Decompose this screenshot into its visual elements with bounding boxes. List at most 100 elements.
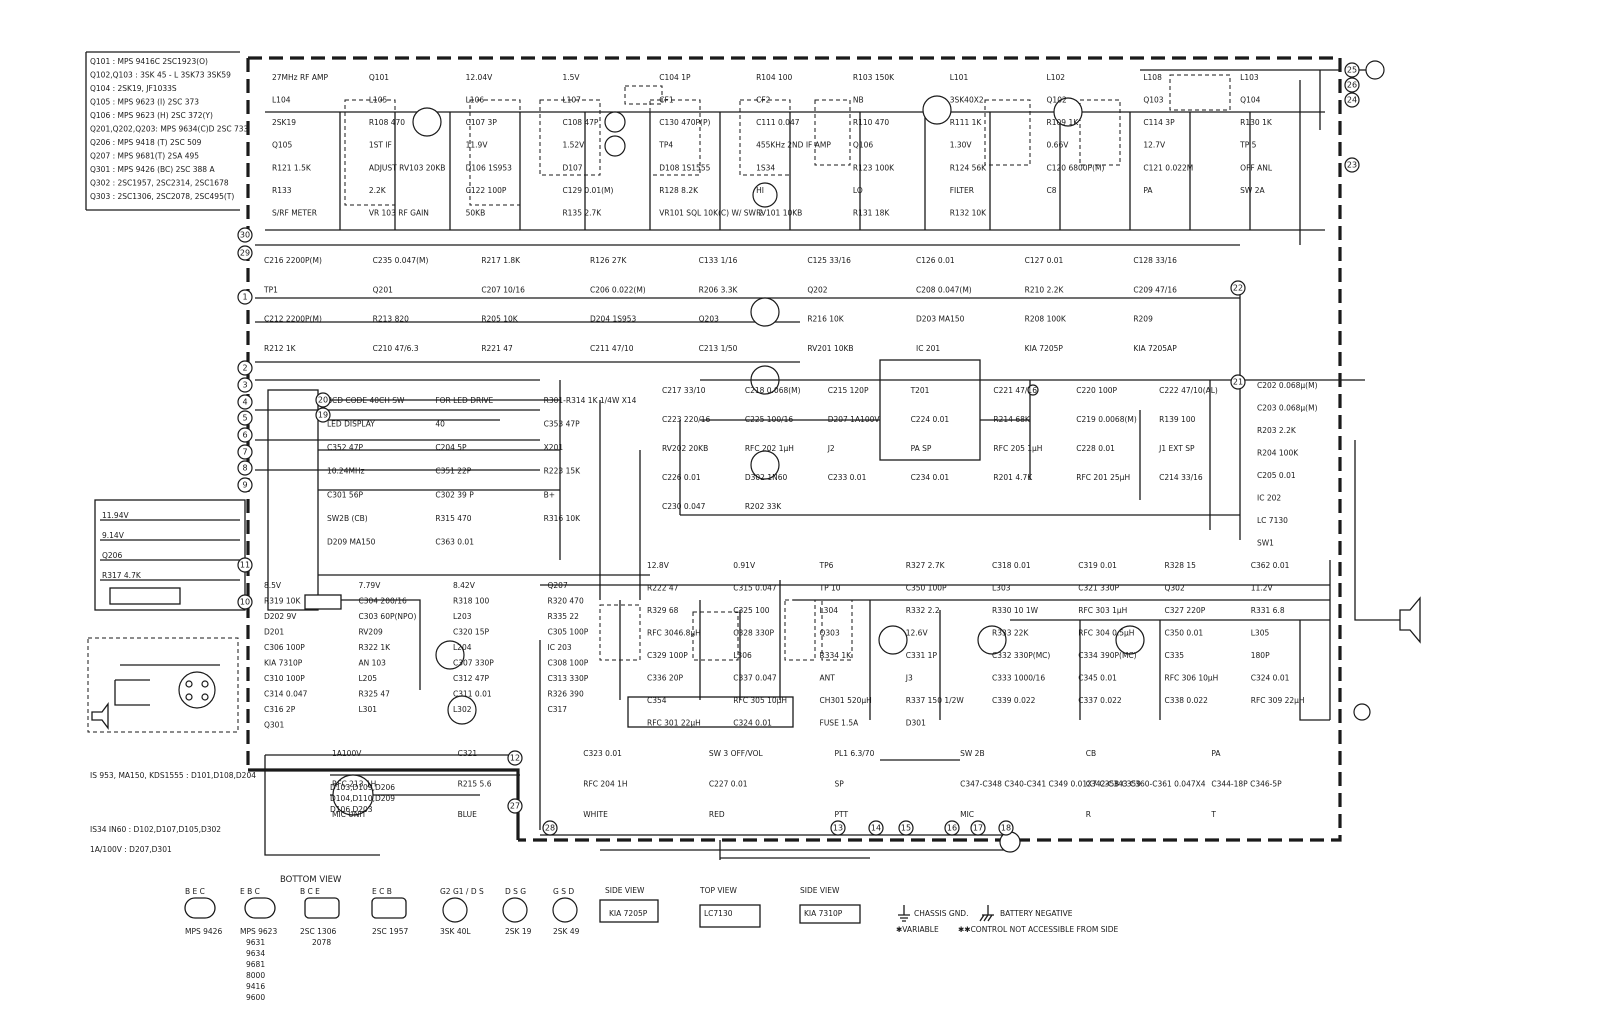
component-label: RFC 204 1H xyxy=(583,780,627,789)
component-label: D106 1S953 xyxy=(466,163,513,172)
component-label: RV202 20KB xyxy=(662,444,708,453)
component-label: R330 10 1W xyxy=(992,606,1039,615)
component-label: R130 1K xyxy=(1240,118,1273,127)
component-label: R203 2.2K xyxy=(1257,426,1297,435)
connector-pin-number: 17 xyxy=(973,824,983,833)
component-label: C209 47/16 xyxy=(1133,285,1177,294)
legend-variable: ✱VARIABLE xyxy=(896,925,939,934)
package-part-variant: 9600 xyxy=(246,993,265,1002)
component-label: D107 xyxy=(562,163,582,172)
component-label: 9.14V xyxy=(102,531,125,540)
package-part: MPS 9623 xyxy=(240,927,277,936)
semiconductor-line: Q302 : 2SC1957, 2SC2314, 2SC1678 xyxy=(90,179,229,188)
component-label: B+ xyxy=(544,490,555,499)
package-part: 2SK 49 xyxy=(553,927,580,936)
component-label: LO xyxy=(853,186,863,195)
diode-note: D106,D203 xyxy=(330,805,373,814)
transmitter-wiring xyxy=(539,560,1371,830)
component-label: R212 1K xyxy=(264,344,297,353)
component-label: C323 0.01 xyxy=(583,749,622,758)
component-label: IC 201 xyxy=(916,344,940,353)
component-label: 1ST IF xyxy=(369,141,392,150)
component-label: R108 470 xyxy=(369,118,405,127)
connector-pin-number: 23 xyxy=(1347,161,1357,170)
component-label: R318 100 xyxy=(453,597,489,606)
connector-pin-number: 9 xyxy=(242,481,247,490)
component-label: R121 1.5K xyxy=(272,163,312,172)
package-part: 3SK 40L xyxy=(440,927,471,936)
connector-pin-number: 21 xyxy=(1233,378,1243,387)
connector-pin-circle xyxy=(1344,157,1360,173)
component-label: C350 0.01 xyxy=(1165,629,1204,638)
connector-pin-number: 18 xyxy=(1001,824,1011,833)
component-label: R332 2.2 xyxy=(906,606,940,615)
component-label: D203 MA150 xyxy=(916,315,965,324)
package-part-variant: 9681 xyxy=(246,960,265,969)
component-label: D201 xyxy=(264,628,284,637)
semiconductor-line: Q207 : MPS 9681(T) 2SA 495 xyxy=(90,152,199,161)
component-label: R132 10K xyxy=(950,208,987,217)
component-label: Q102 xyxy=(1047,96,1067,105)
component-label: C114 3P xyxy=(1143,118,1175,127)
component-label: VR101 SQL 10K(C) W/ SW 2 xyxy=(659,208,763,217)
connector-pin-circle xyxy=(1344,77,1360,93)
package-part: 2SK 19 xyxy=(505,927,532,936)
component-label: 10.24MHz xyxy=(327,467,365,476)
component-label: L301 xyxy=(359,705,378,714)
ic-view-title: SIDE VIEW xyxy=(800,886,840,895)
component-label: SP xyxy=(835,780,845,789)
package-part-variant: 9631 xyxy=(246,938,265,947)
component-label: TP 5 xyxy=(1239,141,1256,150)
component-label: R131 18K xyxy=(853,208,890,217)
component-label: KIA 7205AP xyxy=(1133,344,1177,353)
connector-pin-number: 7 xyxy=(242,448,247,457)
component-label: R213 820 xyxy=(373,315,409,324)
component-label: C129 0.01(M) xyxy=(562,186,613,195)
connector-pin-number: 20 xyxy=(318,396,328,405)
component-label: C304 200/16 xyxy=(359,597,408,606)
component-label: FILTER xyxy=(950,186,974,195)
component-label: L306 xyxy=(733,651,752,660)
component-label: R126 27K xyxy=(590,256,627,265)
component-label: J2 xyxy=(827,444,835,453)
component-label: C321 xyxy=(458,749,478,758)
component-label: R215 5.6 xyxy=(458,780,492,789)
component-label: 2SK19 xyxy=(272,118,296,127)
component-label: 455KHz 2ND IF AMP xyxy=(756,141,831,150)
component-label: L108 xyxy=(1143,73,1162,82)
component-label: C107 3P xyxy=(466,118,498,127)
component-label: ADJUST RV103 20KB xyxy=(369,163,446,172)
component-label: C332 330P(MC) xyxy=(992,651,1050,660)
component-label: C208 0.047(M) xyxy=(916,285,972,294)
component-label: 0.91V xyxy=(733,561,756,570)
component-label: C327 220P xyxy=(1165,606,1206,615)
component-label: C202 0.068μ(M) xyxy=(1257,381,1318,390)
component-label: C216 2200P(M) xyxy=(264,256,322,265)
component-label: C133 1/16 xyxy=(699,256,738,265)
component-label: R327 2.7K xyxy=(906,561,946,570)
component-label: R111 1K xyxy=(950,118,983,127)
connector-pin-number: 15 xyxy=(901,824,911,833)
component-label: Q301 xyxy=(264,721,284,730)
component-label: J3 xyxy=(905,674,913,683)
component-label: R328 15 xyxy=(1165,561,1197,570)
component-label: 27MHz RF AMP xyxy=(272,73,328,82)
component-label: NB xyxy=(853,96,864,105)
component-label: Q302 xyxy=(1165,584,1185,593)
connector-pin-number: 12 xyxy=(510,754,520,763)
component-label: R208 100K xyxy=(1025,315,1067,324)
diode-note: IS34 IN60 : D102,D107,D105,D302 xyxy=(90,825,221,834)
component-label: C126 0.01 xyxy=(916,256,955,265)
connector-pin-circle xyxy=(237,477,253,493)
connector-pin-number: 11 xyxy=(240,561,250,570)
component-label: RFC 306 10μH xyxy=(1165,674,1219,683)
component-label: C319 0.01 xyxy=(1078,561,1117,570)
connector-pin-circle xyxy=(237,557,253,573)
component-label: C210 47/6.3 xyxy=(373,344,419,353)
mic-unit xyxy=(87,637,239,733)
component-label: Q106 xyxy=(853,141,873,150)
component-label: L305 xyxy=(1251,629,1270,638)
component-label: R128 8.2K xyxy=(659,186,699,195)
